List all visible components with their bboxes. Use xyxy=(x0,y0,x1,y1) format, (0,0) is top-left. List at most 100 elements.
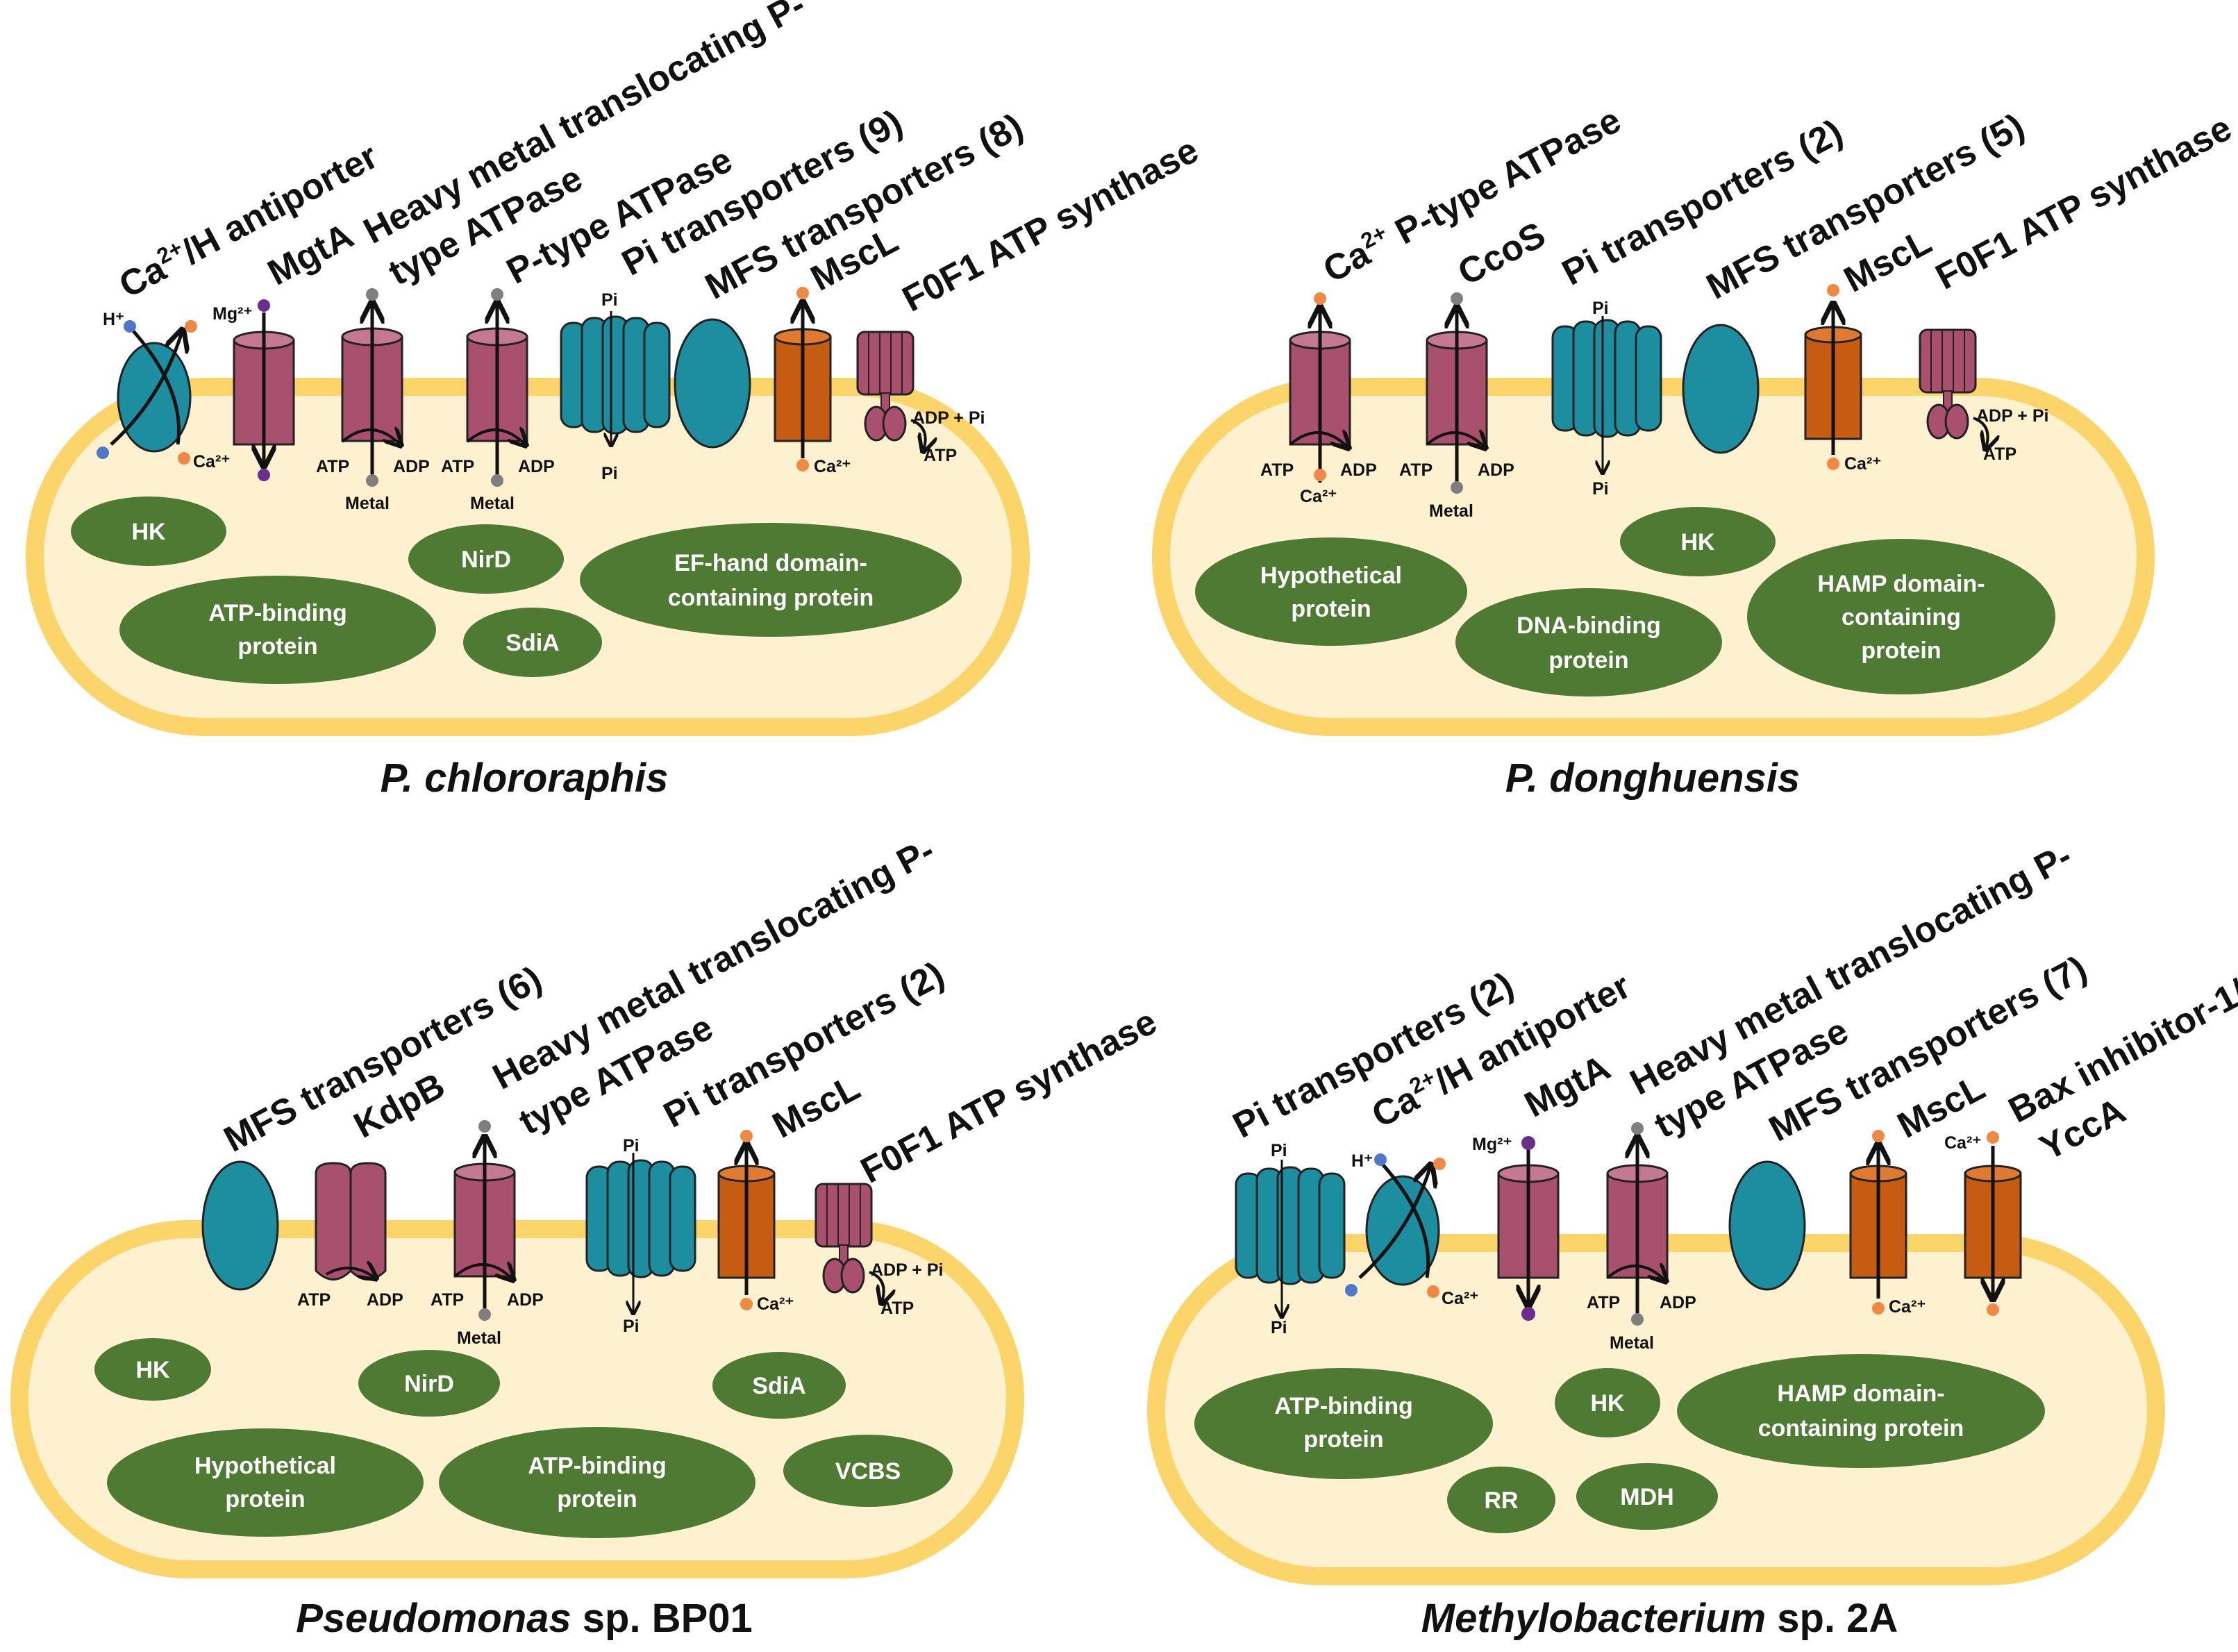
atp-label: ATP xyxy=(316,457,349,476)
svg-text:protein: protein xyxy=(1303,1426,1383,1453)
adp-label: ADP xyxy=(507,1290,544,1310)
species-name: Methylobacterium sp. 2A xyxy=(1421,1596,1898,1641)
pi-label: Pi xyxy=(1271,1141,1287,1160)
bax-inhibitor-yccA: Ca²⁺ xyxy=(1944,1131,2022,1316)
svg-text:NirD: NirD xyxy=(404,1371,454,1397)
svg-text:HAMP domain-: HAMP domain- xyxy=(1777,1380,1944,1407)
panel-methylobacterium-2a: Pi Pi H⁺ Ca²⁺ Mg²⁺ xyxy=(1147,836,2238,1641)
pi-transporter: Pi Pi xyxy=(1551,299,1662,499)
svg-text:containing: containing xyxy=(1842,604,1961,631)
svg-text:HK: HK xyxy=(131,519,166,545)
svg-text:ATP-binding: ATP-binding xyxy=(1274,1393,1413,1419)
svg-text:ATP-binding: ATP-binding xyxy=(528,1453,667,1479)
protein-ef-hand: EF-hand domain- containing protein xyxy=(580,523,962,637)
metal-label: Metal xyxy=(345,494,390,513)
mscl-channel: Ca²⁺ xyxy=(717,1130,794,1314)
protein-nird: NirD xyxy=(358,1350,500,1417)
mgta-channel: Mg²⁺ xyxy=(212,299,295,481)
pi-label: Pi xyxy=(1271,1318,1287,1337)
heavy-metal-p-atpase: ATP ADP Metal xyxy=(316,288,430,513)
adp-label: ADP xyxy=(518,457,555,476)
svg-text:containing protein: containing protein xyxy=(668,585,874,611)
svg-text:HK: HK xyxy=(1680,529,1715,556)
svg-text:protein: protein xyxy=(557,1486,637,1512)
panel-pseudomonas-bp01: ATP ADP ATP ADP Metal Pi Pi xyxy=(10,831,1163,1641)
mfs-transporter xyxy=(1682,324,1760,454)
adp-label: ADP xyxy=(1660,1293,1696,1312)
svg-text:protein: protein xyxy=(1291,596,1371,622)
protein-atp-binding: ATP-binding protein xyxy=(439,1427,755,1538)
protein-hamp: HAMP domain- containing protein xyxy=(1747,539,2055,694)
svg-text:containing protein: containing protein xyxy=(1758,1415,1964,1442)
magnesium-ion-label: Mg²⁺ xyxy=(212,304,253,324)
svg-text:NirD: NirD xyxy=(461,547,511,573)
protein-hk: HK xyxy=(1620,507,1776,576)
protein-hk: HK xyxy=(71,497,226,566)
svg-text:HK: HK xyxy=(135,1357,170,1383)
atp-label: ATP xyxy=(924,446,957,465)
calcium-ion-label: Ca²⁺ xyxy=(1844,454,1881,474)
p-type-atpase: ATP ADP Metal xyxy=(441,288,555,513)
pi-label: Pi xyxy=(623,1136,640,1155)
svg-text:ATP-binding: ATP-binding xyxy=(208,600,347,626)
protein-vcbs: VCBS xyxy=(783,1435,953,1507)
ccos-title: CcoS xyxy=(1451,215,1552,294)
protein-rr: RR xyxy=(1447,1467,1555,1533)
svg-text:protein: protein xyxy=(1861,637,1941,664)
svg-text:MDH: MDH xyxy=(1620,1484,1673,1510)
pi-label: Pi xyxy=(601,464,618,483)
mscl-channel: Ca²⁺ xyxy=(774,287,851,476)
heavy-metal-p-atpase: ATP ADP Metal xyxy=(431,1120,544,1348)
mfs-transporter xyxy=(201,1160,279,1291)
adp-label: ADP xyxy=(367,1290,403,1310)
atp-label: ATP xyxy=(1587,1293,1620,1312)
mscl-channel: Ca²⁺ xyxy=(1849,1130,1926,1317)
protein-hk: HK xyxy=(1555,1368,1660,1437)
svg-text:RR: RR xyxy=(1484,1487,1518,1514)
protein-sdia: SdiA xyxy=(463,608,602,677)
pi-label: Pi xyxy=(601,290,618,310)
pi-transporter: Pi Pi xyxy=(585,1136,696,1336)
mgta-title: MgtA xyxy=(1518,1047,1617,1125)
protein-hk: HK xyxy=(94,1338,211,1401)
protein-sdia: SdiA xyxy=(712,1352,846,1419)
svg-text:HAMP domain-: HAMP domain- xyxy=(1817,571,1985,597)
pi-label: Pi xyxy=(1592,299,1609,318)
ca-h-antiporter: H⁺ Ca²⁺ xyxy=(1345,1151,1478,1308)
svg-text:DNA-binding: DNA-binding xyxy=(1517,612,1661,639)
calcium-ion-label: Ca²⁺ xyxy=(1944,1133,1981,1153)
species-name: Pseudomonas sp. BP01 xyxy=(296,1596,753,1641)
svg-text:protein: protein xyxy=(1548,647,1628,674)
svg-text:SdiA: SdiA xyxy=(506,630,559,656)
calcium-ion-label: Ca²⁺ xyxy=(193,452,230,472)
pi-transporter: Pi Pi xyxy=(1235,1141,1346,1337)
svg-text:Hypothetical: Hypothetical xyxy=(194,1453,336,1479)
panel-p-chlororaphis: H⁺ Ca²⁺ Mg²⁺ ATP ADP Metal xyxy=(26,0,1205,801)
mscl-channel: Ca²⁺ xyxy=(1804,284,1881,474)
atp-label: ATP xyxy=(1399,460,1433,480)
ca-p-type-atpase: ATP ADP Ca²⁺ xyxy=(1260,292,1377,506)
pi-transporter: Pi Pi xyxy=(560,290,671,483)
adp-label: ADP xyxy=(1478,460,1514,480)
atp-label: ATP xyxy=(1260,460,1294,480)
protein-atp-binding: ATP-binding protein xyxy=(119,576,436,684)
calcium-ion-label: Ca²⁺ xyxy=(1300,487,1337,506)
svg-text:EF-hand domain-: EF-hand domain- xyxy=(674,550,867,576)
hydrogen-ion-label: H⁺ xyxy=(103,310,124,329)
mgta-channel: Mg²⁺ xyxy=(1472,1135,1560,1321)
svg-text:HK: HK xyxy=(1590,1390,1625,1417)
calcium-ion-label: Ca²⁺ xyxy=(1442,1289,1478,1308)
calcium-ion-label: Ca²⁺ xyxy=(814,457,851,476)
pi-label: Pi xyxy=(1592,479,1609,499)
protein-hamp: HAMP domain- containing protein xyxy=(1677,1354,2045,1468)
svg-text:SdiA: SdiA xyxy=(752,1373,805,1399)
atp-label: ATP xyxy=(297,1290,331,1310)
heavy-metal-p-atpase: ATP ADP Metal xyxy=(1587,1122,1696,1353)
metal-label: Metal xyxy=(457,1328,501,1348)
calcium-ion-label: Ca²⁺ xyxy=(757,1294,794,1314)
ccos-atpase: ATP ADP Metal xyxy=(1399,292,1514,521)
f0f1-atp-synthase: ADP + Pi ATP xyxy=(1919,328,2048,464)
protein-atp-binding: ATP-binding protein xyxy=(1194,1368,1493,1479)
